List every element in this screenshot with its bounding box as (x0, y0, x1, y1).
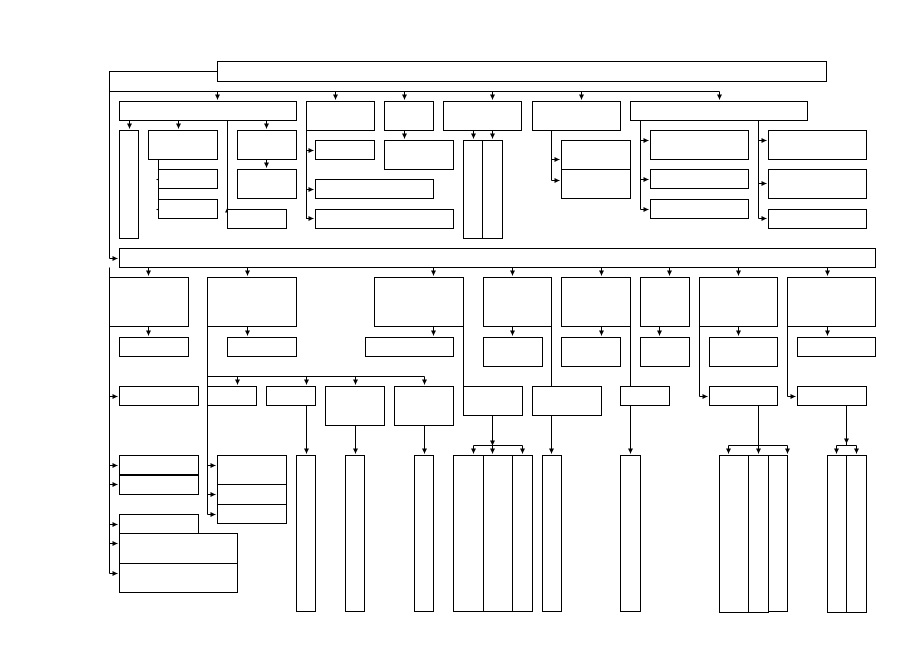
node-box (640, 277, 690, 327)
node-box (630, 101, 808, 121)
node-box (846, 455, 867, 613)
node-box (315, 140, 375, 160)
node-box (483, 277, 552, 327)
node-box (119, 514, 199, 534)
node-box (237, 169, 297, 199)
node-box (207, 277, 297, 327)
node-box (620, 455, 641, 612)
node-box (561, 140, 631, 170)
node-box (315, 179, 434, 199)
node-box (768, 130, 867, 160)
node-box (532, 386, 602, 416)
node-box (266, 386, 316, 406)
node-box (394, 386, 454, 426)
node-box (483, 337, 543, 367)
node-box (217, 484, 287, 505)
node-box (463, 140, 483, 239)
node-box (414, 455, 434, 612)
node-box (768, 169, 867, 199)
node-box (119, 386, 199, 406)
node-box (217, 61, 827, 82)
node-box (709, 337, 778, 367)
node-box (512, 455, 533, 612)
node-box (620, 386, 670, 406)
node-box (650, 199, 749, 219)
node-box (237, 130, 297, 160)
node-box (119, 130, 139, 239)
node-box (119, 563, 238, 593)
node-box (561, 337, 621, 367)
node-box (532, 101, 621, 131)
node-box (296, 455, 316, 612)
arrow-connector (306, 150, 314, 192)
node-box (699, 277, 778, 327)
node-box (325, 386, 385, 426)
node-box (797, 386, 867, 406)
connector-lines (109, 71, 859, 576)
node-box (217, 455, 287, 485)
node-box (797, 337, 876, 357)
node-box (119, 101, 297, 121)
node-box (207, 386, 257, 406)
node-box (119, 337, 189, 357)
node-box (315, 209, 454, 229)
node-box (650, 169, 749, 189)
node-box (119, 475, 199, 495)
node-box (374, 277, 464, 327)
node-box (787, 277, 876, 327)
node-box (709, 386, 778, 406)
node-box (463, 386, 523, 416)
node-box (227, 337, 297, 357)
node-box (768, 209, 867, 229)
node-box (482, 140, 503, 239)
node-box (158, 169, 218, 189)
node-box (453, 455, 484, 612)
node-box (384, 101, 434, 131)
arrow-connector (227, 120, 269, 129)
node-box (119, 248, 876, 268)
node-boxes (109, 61, 876, 613)
connector-line (109, 71, 218, 259)
node-box (148, 130, 218, 160)
node-box (561, 169, 631, 199)
node-box (768, 455, 788, 612)
node-box (748, 455, 769, 613)
node-box (719, 455, 749, 613)
node-box (561, 277, 631, 327)
node-box (827, 455, 847, 613)
node-box (217, 504, 287, 524)
node-box (345, 455, 365, 612)
node-box (109, 277, 189, 327)
node-box (119, 455, 199, 475)
node-box (650, 130, 749, 160)
node-box (227, 209, 287, 229)
arrow-connector (306, 189, 314, 221)
node-box (542, 455, 562, 612)
node-box (158, 199, 218, 219)
arrow-connector (306, 130, 314, 153)
node-box (119, 533, 238, 564)
node-box (365, 337, 454, 357)
node-box (384, 140, 454, 170)
node-box (640, 337, 690, 367)
node-box (483, 455, 513, 612)
node-box (443, 101, 522, 131)
node-box (306, 101, 375, 131)
